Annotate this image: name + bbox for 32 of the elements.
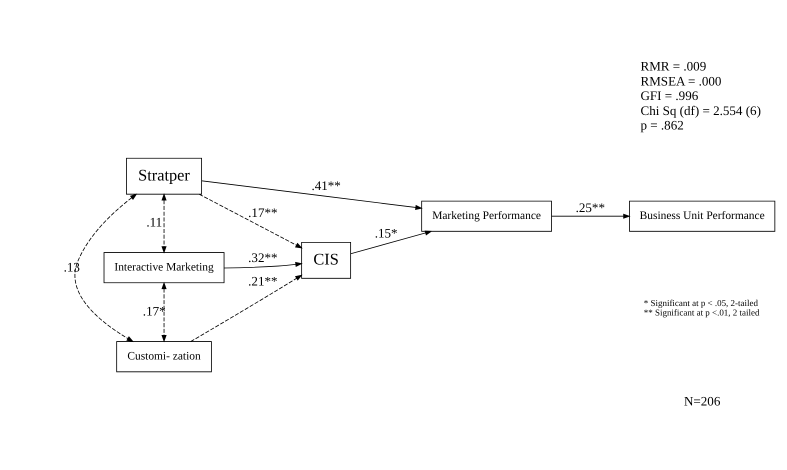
edge-label: .41** bbox=[311, 178, 341, 193]
label: RMR = .009 bbox=[640, 58, 706, 74]
arrow bbox=[190, 274, 303, 342]
edge-label: .25** bbox=[576, 200, 605, 215]
arrow bbox=[350, 230, 432, 254]
node-box: Marketing Performance bbox=[421, 200, 552, 232]
arrow bbox=[201, 180, 423, 210]
label: ** Significant at p <.01, 2 tailed bbox=[644, 308, 760, 318]
edge-label: .13 bbox=[64, 260, 80, 275]
label: GFI = .996 bbox=[640, 88, 698, 104]
arrow bbox=[224, 262, 303, 268]
node-box: CIS bbox=[301, 242, 352, 279]
node-box: Customi- zation bbox=[116, 341, 212, 372]
label: p = .862 bbox=[640, 117, 684, 132]
label: RMSEA = .000 bbox=[640, 73, 722, 88]
arrow bbox=[161, 193, 167, 254]
label: * Significant at p < .05, 2-tailed bbox=[644, 298, 758, 308]
edge-label: .11 bbox=[146, 214, 162, 230]
edge-label: .17** bbox=[248, 204, 278, 220]
node-box: Stratper bbox=[126, 158, 202, 195]
label: Chi Sq (df) = 2.554 (6) bbox=[640, 102, 761, 118]
edge-label: .21** bbox=[248, 273, 278, 288]
edge-label: .17* bbox=[142, 303, 166, 318]
node-box: Interactive Marketing bbox=[104, 252, 224, 284]
arrow bbox=[198, 194, 303, 248]
node-box: Business Unit Performance bbox=[629, 200, 776, 232]
edge-label: .32** bbox=[248, 250, 278, 265]
arrow bbox=[161, 282, 167, 342]
label: N=206 bbox=[684, 394, 720, 409]
arrow bbox=[551, 214, 631, 219]
arrow bbox=[74, 194, 138, 342]
edge-label: .15* bbox=[374, 225, 398, 240]
